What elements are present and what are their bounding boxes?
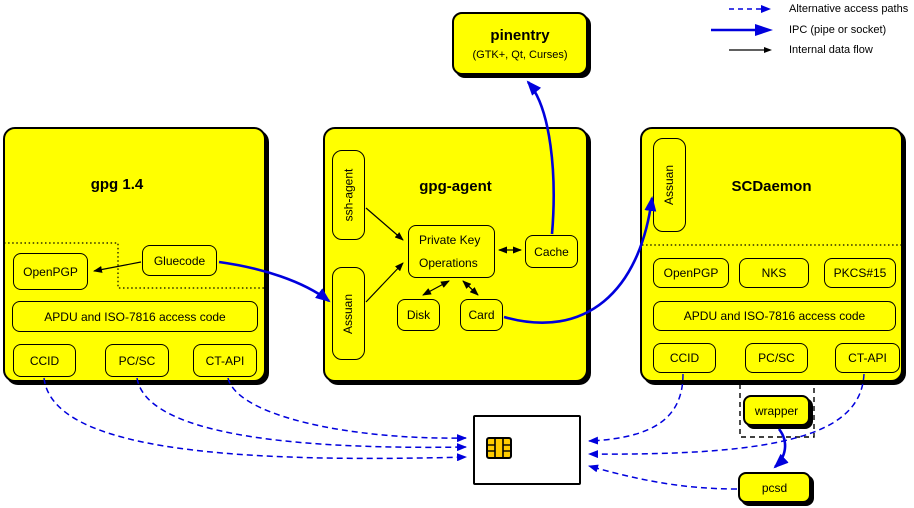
gpg-agent-card-label: Card [468,308,495,322]
legend-ipc-arrow-icon [711,24,773,36]
pinentry-subtitle: (GTK+, Qt, Curses) [472,48,568,61]
scdaemon-pkcs15-box: PKCS#15 [824,258,896,288]
gpg14-gluecode-label: Gluecode [153,253,206,268]
scdaemon-ccid-label: CCID [669,351,700,365]
scdaemon-title: SCDaemon [731,178,812,195]
scdaemon-ccid-box: CCID [653,343,716,373]
pinentry-box: pinentry (GTK+, Qt, Curses) [452,12,588,75]
gpg14-pcsc-box: PC/SC [105,344,169,377]
legend-internal-arrow-icon [729,47,772,53]
private-key-operations-line1: Private Key [419,233,481,247]
scdaemon-ctapi-label: CT-API [848,351,887,365]
gpg-agent-ssh-agent-label: ssh-agent [341,168,356,222]
gpg-agent-disk-label: Disk [406,308,431,322]
scdaemon-nks-label: NKS [761,266,787,280]
alt-path-scdaemon-ccid-to-card [588,373,684,445]
ipc-arrow-wrapper-to-pcsd [773,428,789,469]
scdaemon-assuan-box: Assuan [653,138,686,232]
gpg14-gluecode-box: Gluecode [142,245,217,276]
gpg14-pcsc-label: PC/SC [118,353,156,368]
gpg-agent-private-key-operations-box: Private Key Operations [408,225,495,278]
pcsd-box: pcsd [738,472,811,503]
scdaemon-nks-box: NKS [739,258,809,288]
gpg14-ccid-label: CCID [29,353,60,368]
gpg14-apdu-box: APDU and ISO-7816 access code [12,301,258,332]
gpg-agent-cache-box: Cache [525,235,578,268]
gpg-agent-card-box: Card [460,299,503,331]
gpg14-ctapi-label: CT-API [205,353,245,368]
scdaemon-pkcs15-label: PKCS#15 [833,266,887,280]
legend-alternative-label: Alternative access paths [789,3,909,15]
scdaemon-openpgp-box: OpenPGP [653,258,729,288]
legend-item-alternative: Alternative access paths [703,2,908,16]
gpg14-ccid-box: CCID [13,344,76,377]
scdaemon-assuan-label: Assuan [662,164,677,206]
gpg14-openpgp-box: OpenPGP [13,253,88,290]
scdaemon-box [640,127,903,382]
pinentry-title: pinentry [490,26,550,44]
scdaemon-apdu-box: APDU and ISO-7816 access code [653,301,896,331]
gpg-agent-disk-box: Disk [397,299,440,331]
pcsd-label: pcsd [761,480,788,495]
alt-path-gpg14-ccid-to-card [43,377,467,462]
gpg-agent-cache-label: Cache [534,244,569,259]
scdaemon-apdu-label: APDU and ISO-7816 access code [683,309,866,323]
gpg-agent-title: gpg-agent [419,178,492,195]
alt-path-gpg14-ctapi-to-card [227,377,467,443]
smartcard [473,415,581,485]
legend-item-ipc: IPC (pipe or socket) [703,23,886,37]
legend-internal-label: Internal data flow [789,44,873,56]
gpg-agent-assuan-label: Assuan [341,293,356,334]
wrapper-box: wrapper [743,395,810,426]
alt-path-scdaemon-ctapi-to-card [588,373,865,459]
alt-path-gpg14-pcsc-to-card [136,377,467,452]
gpg14-title: gpg 1.4 [90,176,144,193]
legend-dashed-arrow-icon [729,5,771,13]
scdaemon-openpgp-label: OpenPGP [663,266,719,280]
scdaemon-pcsc-box: PC/SC [745,343,808,373]
gpg14-openpgp-label: OpenPGP [23,264,78,279]
gpg14-ctapi-box: CT-API [193,344,257,377]
wrapper-label: wrapper [754,403,799,418]
scdaemon-pcsc-label: PC/SC [758,351,795,365]
scdaemon-ctapi-box: CT-API [835,343,900,373]
gpg-agent-assuan-box: Assuan [332,267,365,360]
gpg14-apdu-label: APDU and ISO-7816 access code [44,309,226,324]
smartcard-chip-icon [486,437,512,459]
legend-item-internal: Internal data flow [703,43,873,57]
gpg-agent-ssh-agent-box: ssh-agent [332,150,365,240]
legend-ipc-label: IPC (pipe or socket) [789,24,887,36]
alt-path-pcsd-to-card [588,464,738,490]
private-key-operations-line2: Operations [419,256,478,270]
